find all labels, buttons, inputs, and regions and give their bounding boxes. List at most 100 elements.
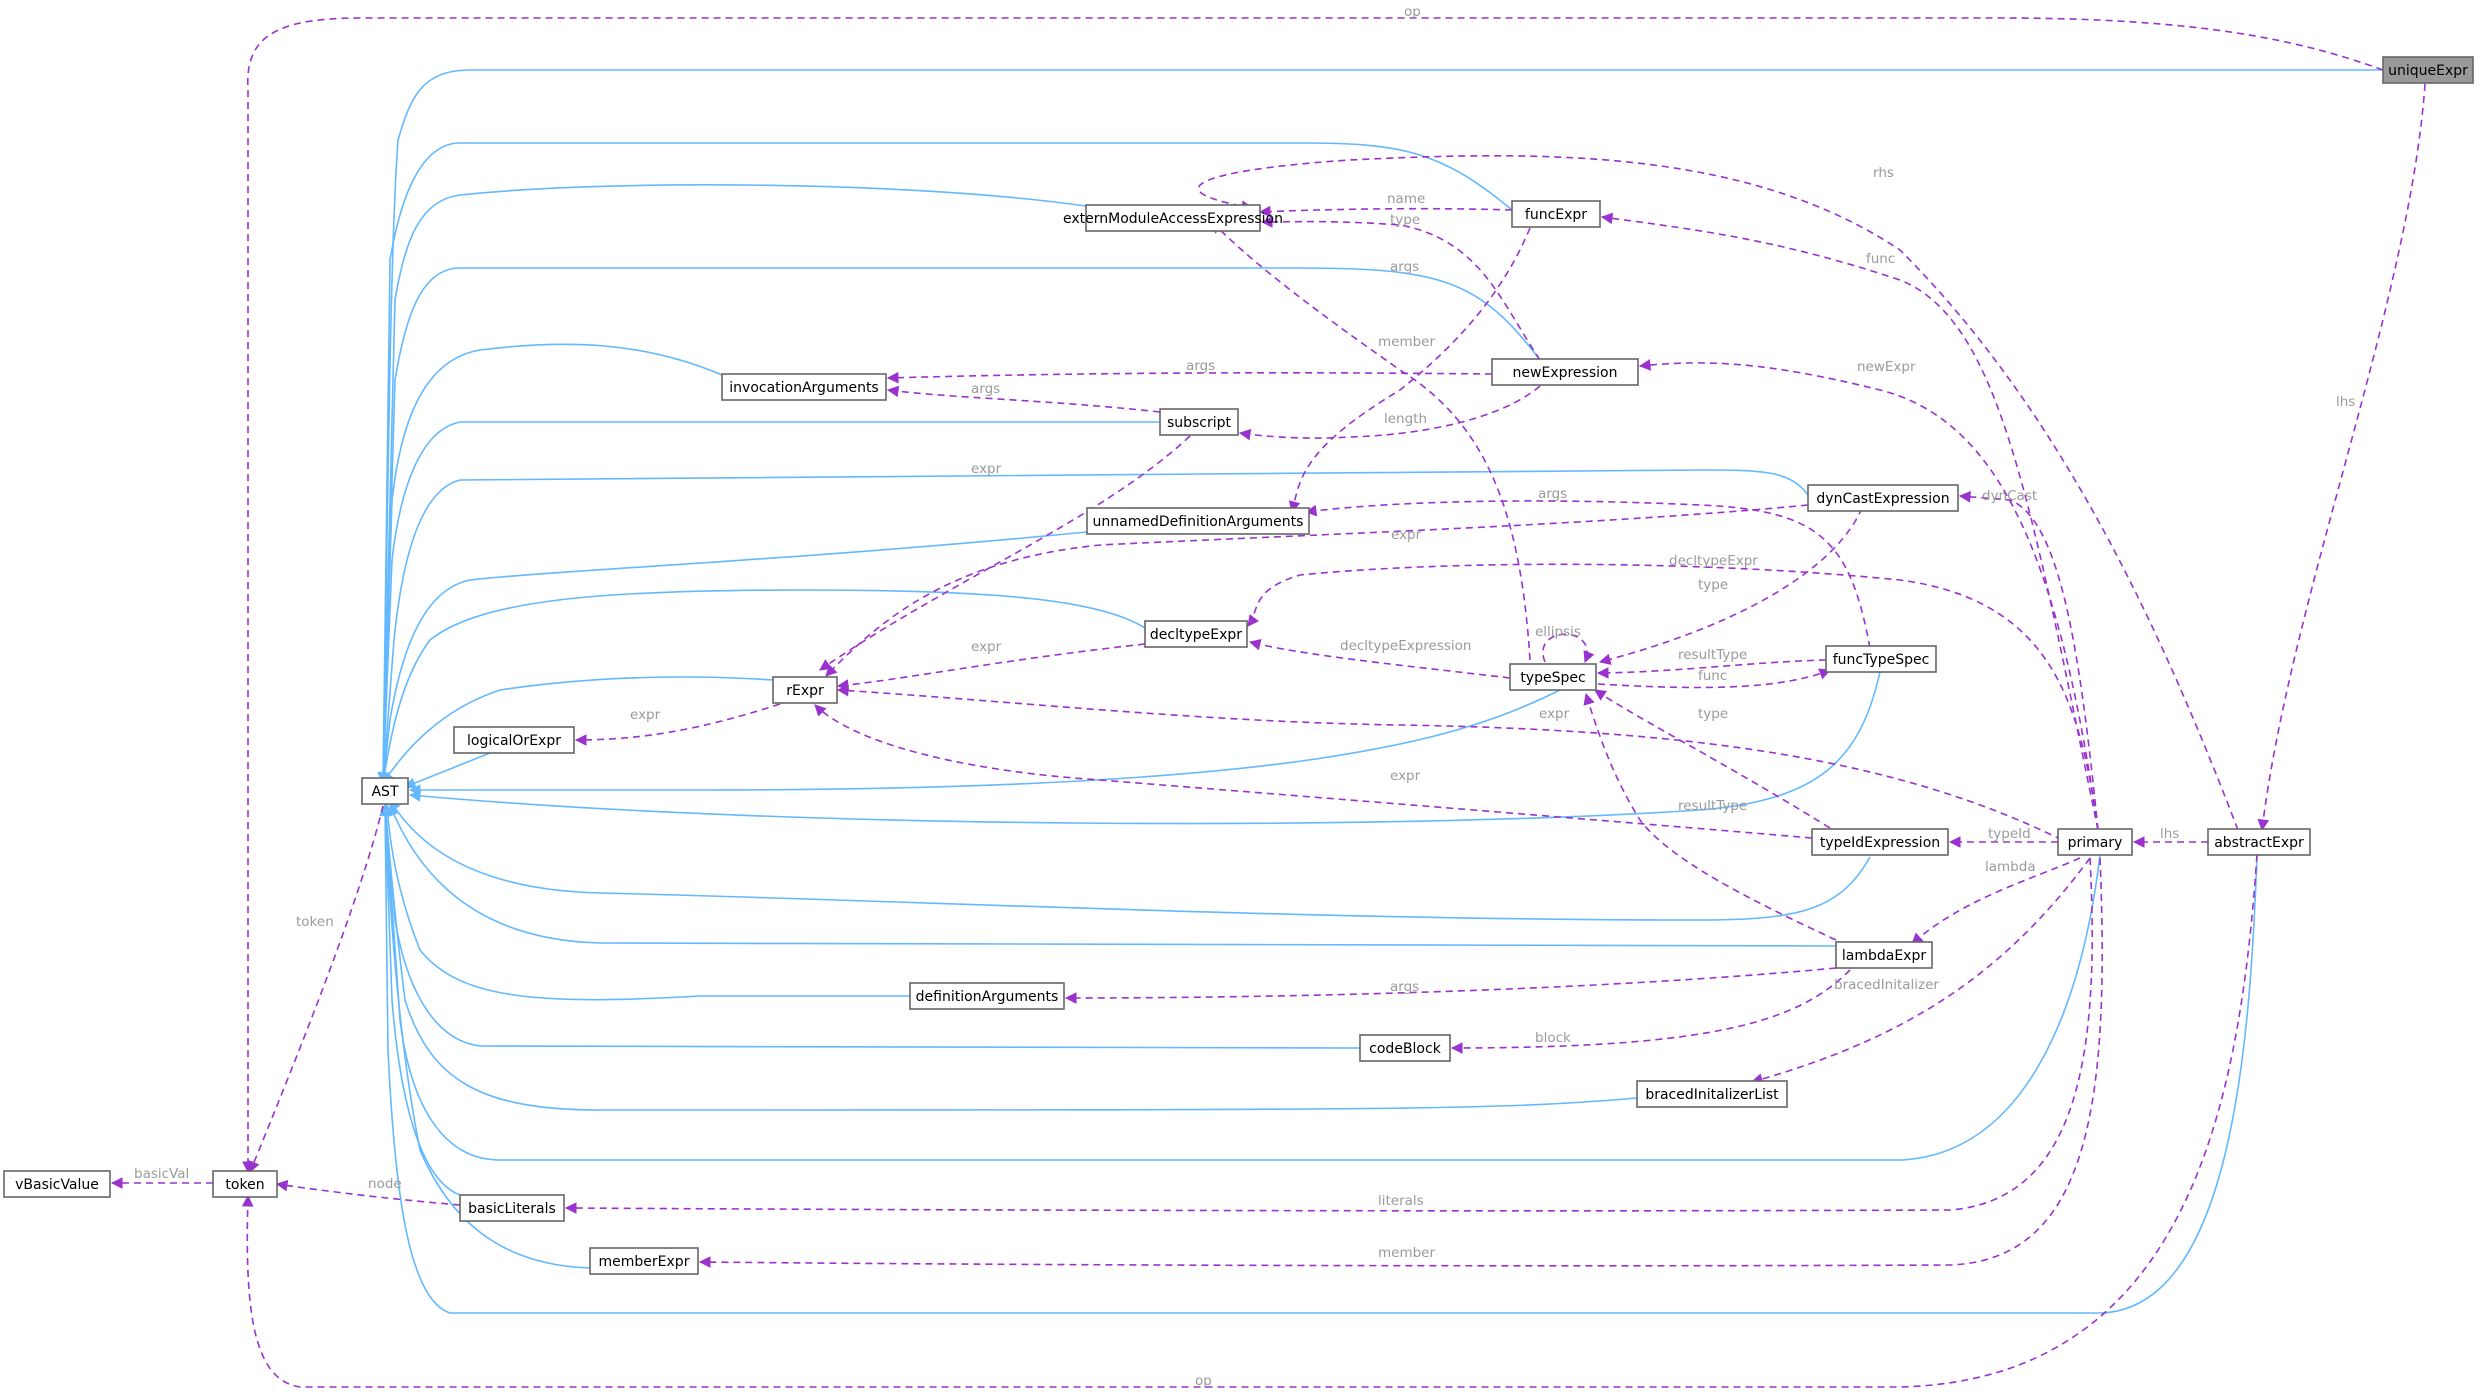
edge-newExpression-subscript-length [1240, 385, 1541, 438]
label-decltypeExpr: decltypeExpr [1669, 553, 1758, 569]
node-label: subscript [1167, 415, 1232, 431]
edge-dynCast-AST [383, 469, 1809, 783]
node-funcExpr[interactable]: funcExpr [1511, 200, 1601, 228]
usage-edges [112, 17, 2426, 1388]
edge-logicalOrExpr-AST [405, 752, 491, 787]
edge-rExpr-logicalOrExpr-expr [576, 703, 781, 740]
node-lambdaExpr[interactable]: lambdaExpr [1835, 941, 1933, 969]
label-basicVal: basicVal [134, 1166, 189, 1182]
label-lhs-unique: lhs [2336, 394, 2355, 410]
edge-decltypeExpr-AST [383, 589, 1146, 783]
node-invocationArguments[interactable]: invocationArguments [721, 373, 887, 401]
edge-funcExpr-AST [383, 142, 1513, 783]
label-resultType-fts: resultType [1678, 647, 1747, 663]
node-label: definitionArguments [916, 989, 1059, 1005]
node-label: uniqueExpr [2388, 63, 2468, 79]
node-bracedInitalizerList[interactable]: bracedInitalizerList [1636, 1080, 1788, 1108]
node-label: token [225, 1177, 264, 1193]
node-basicLiterals[interactable]: basicLiterals [459, 1194, 565, 1222]
label-length: length [1384, 411, 1427, 427]
edge-newExpression-AST [383, 267, 1541, 783]
node-label: typeIdExpression [1820, 835, 1940, 851]
label-lambda: lambda [1985, 859, 2036, 875]
edge-invocationArgs-AST [383, 343, 723, 783]
node-label: funcTypeSpec [1833, 652, 1930, 668]
label-decltypeExpression: decltypeExpression [1340, 638, 1472, 654]
node-rExpr[interactable]: rExpr [772, 676, 838, 704]
node-unnamedDefinitionArguments[interactable]: unnamedDefinitionArguments [1086, 507, 1310, 535]
label-expr-decl: expr [971, 639, 1002, 655]
node-memberExpr[interactable]: memberExpr [589, 1247, 699, 1275]
node-label: typeSpec [1520, 670, 1585, 686]
edge-primary-rExpr-expr [838, 690, 2063, 841]
node-label: lambdaExpr [1842, 948, 1926, 964]
edge-memberExpr-AST [385, 805, 591, 1269]
edge-lambdaExpr-definitionArgs-args [1066, 967, 1837, 998]
label-dynCast: dynCast [1982, 488, 2037, 504]
node-typeIdExpression[interactable]: typeIdExpression [1811, 828, 1949, 856]
edge-funcTypeSpec-AST [410, 671, 1881, 825]
node-label: basicLiterals [468, 1201, 556, 1217]
node-label: bracedInitalizerList [1645, 1087, 1779, 1103]
node-label: decltypeExpr [1150, 627, 1242, 643]
label-member-type: member [1378, 334, 1435, 350]
edge-labels: op rhs lhs func name type args member ar… [134, 4, 2355, 1389]
inheritance-edges [383, 69, 2383, 1314]
edge-subscript-AST [383, 421, 1160, 783]
edge-typeSpec-decltypeExpr [1250, 642, 1511, 679]
node-label: primary [2068, 835, 2123, 851]
node-dynCastExpression[interactable]: dynCastExpression [1807, 484, 1959, 512]
nodes: uniqueExpr AST token vBasicValue externM… [3, 56, 2474, 1275]
label-expr-log: expr [630, 707, 661, 723]
node-logicalOrExpr[interactable]: logicalOrExpr [453, 726, 575, 754]
edge-primary-memberExpr-member [700, 857, 2103, 1266]
label-token: token [296, 914, 334, 930]
label-args-sub: args [971, 381, 1000, 397]
node-newExpression[interactable]: newExpression [1491, 358, 1639, 386]
edge-uniqueExpr-token-op [248, 17, 2384, 1172]
label-newExpr: newExpr [1857, 359, 1916, 375]
node-label: newExpression [1513, 365, 1618, 381]
node-typeSpec[interactable]: typeSpec [1509, 663, 1597, 691]
edge-unnamed-AST [383, 531, 1088, 783]
node-token[interactable]: token [212, 1170, 278, 1198]
label-literals: literals [1378, 1193, 1424, 1209]
node-primary[interactable]: primary [2057, 828, 2133, 856]
label-op-bottom: op [1195, 1373, 1212, 1389]
node-AST[interactable]: AST [361, 777, 409, 805]
node-decltypeExpr[interactable]: decltypeExpr [1144, 620, 1248, 648]
edge-lambdaExpr-codeBlock-block [1452, 969, 1851, 1048]
label-lhs-primary: lhs [2160, 826, 2179, 842]
edge-primary-funcExpr-func [1602, 217, 2099, 831]
node-subscript[interactable]: subscript [1159, 408, 1239, 436]
node-funcTypeSpec[interactable]: funcTypeSpec [1825, 645, 1937, 673]
node-uniqueExpr[interactable]: uniqueExpr [2382, 56, 2474, 84]
edge-dynCast-typeSpec-type [1600, 507, 1863, 662]
node-label: logicalOrExpr [467, 733, 561, 749]
edge-basicLiterals-AST [385, 805, 461, 1196]
label-ellipsis: ellipsis [1535, 624, 1581, 640]
node-label: AST [371, 784, 398, 800]
label-expr-dyn: expr [1391, 527, 1422, 543]
edge-primary-bracedInit [1752, 857, 2091, 1082]
label-func-fts: func [1698, 668, 1727, 684]
edge-AST-token-token [250, 805, 384, 1172]
edge-lambdaExpr-typeSpec-resultType [1586, 694, 1837, 941]
node-label: unnamedDefinitionArguments [1093, 514, 1304, 530]
edge-primary-AST [385, 805, 2101, 1161]
label-bracedInitalizer: bracedInitalizer [1834, 977, 1939, 993]
edge-funcExpr-externModule-name [1260, 209, 1513, 212]
edge-funcExpr-unnamed-args [1292, 227, 1531, 512]
edge-decltypeExpr-rExpr-expr [838, 643, 1146, 686]
edge-lambdaExpr-AST [390, 805, 1837, 947]
node-vBasicValue[interactable]: vBasicValue [3, 1170, 111, 1198]
node-label: memberExpr [599, 1254, 690, 1270]
label-node: node [368, 1176, 402, 1192]
node-codeBlock[interactable]: codeBlock [1359, 1034, 1451, 1062]
node-label: invocationArguments [729, 380, 878, 396]
node-definitionArguments[interactable]: definitionArguments [909, 982, 1065, 1010]
edge-definitionArgs-AST [387, 805, 910, 1001]
node-abstractExpr[interactable]: abstractExpr [2207, 828, 2311, 856]
label-type-tid: type [1698, 706, 1728, 722]
node-externModuleAccessExpression[interactable]: externModuleAccessExpression [1063, 204, 1283, 232]
